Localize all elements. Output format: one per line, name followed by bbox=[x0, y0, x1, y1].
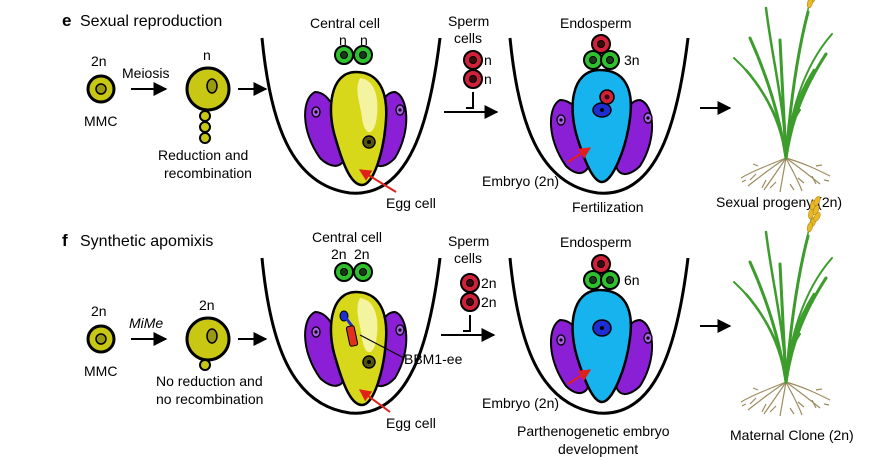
mmc-cell bbox=[86, 74, 116, 104]
ovule-wall-2 bbox=[508, 37, 690, 195]
mmc-label: MMC bbox=[84, 363, 117, 379]
panel-title: Synthetic apomixis bbox=[80, 233, 213, 250]
central-cell-nuclei bbox=[334, 45, 373, 65]
reduction-line2: no recombination bbox=[156, 391, 263, 407]
central-cell-ploidy-2: 2n bbox=[354, 246, 370, 262]
embryo-pointer bbox=[567, 147, 592, 163]
rice-plant-clone bbox=[732, 193, 834, 418]
process-label-line2: development bbox=[558, 441, 638, 457]
endosperm-nuclei bbox=[583, 34, 620, 70]
panel-letter: e bbox=[62, 11, 71, 30]
sperm-hook bbox=[463, 315, 471, 332]
egg-cell-label: Egg cell bbox=[386, 415, 436, 431]
degenerating-megaspores bbox=[199, 110, 211, 144]
embryo-pointer bbox=[567, 369, 592, 385]
endosperm-label: Endosperm bbox=[560, 15, 632, 31]
egg-cell-pointer bbox=[358, 169, 397, 193]
central-cell-label: Central cell bbox=[312, 229, 382, 245]
reduction-line2: recombination bbox=[164, 165, 252, 181]
mmc-ploidy: 2n bbox=[91, 303, 107, 319]
endosperm-nuclei bbox=[583, 254, 620, 290]
reduction-line1: Reduction and bbox=[158, 147, 248, 163]
ovule-wall-2 bbox=[508, 257, 690, 415]
central-cell-ploidy-2: n bbox=[360, 32, 368, 48]
bbm-label: BBM1-ee bbox=[404, 351, 463, 367]
progeny-label: Sexual progeny (2n) bbox=[716, 194, 842, 210]
panel-title: Sexual reproduction bbox=[80, 13, 222, 30]
progeny-label: Maternal Clone (2n) bbox=[730, 427, 854, 443]
sperm-label-line1: Sperm bbox=[448, 13, 489, 29]
sperm-cells bbox=[460, 273, 480, 312]
bbm1-ee-transgene bbox=[339, 310, 359, 347]
reduction-line1: No reduction and bbox=[156, 373, 263, 389]
sperm-hook bbox=[466, 92, 474, 109]
mmc-ploidy: 2n bbox=[91, 53, 107, 69]
egg-apparatus bbox=[329, 70, 388, 187]
sperm-label-line2: cells bbox=[454, 250, 482, 266]
mime-product-ploidy: 2n bbox=[199, 297, 215, 313]
sperm-label-line2: cells bbox=[454, 30, 482, 46]
process-label-line1: Parthenogenetic embryo bbox=[517, 423, 670, 439]
sperm-label-line1: Sperm bbox=[448, 233, 489, 249]
rice-plant-sexual bbox=[732, 0, 834, 194]
panel-f: f Synthetic apomixis 2n MMC MiMe 2n No r… bbox=[62, 193, 854, 457]
sperm-ploidy-2: 2n bbox=[481, 294, 497, 310]
sperm-cells bbox=[463, 50, 483, 89]
process-label: Fertilization bbox=[572, 199, 644, 215]
central-cell-nuclei bbox=[334, 262, 373, 282]
unreduced-megaspore bbox=[185, 316, 231, 371]
sperm-ploidy-2: n bbox=[484, 71, 492, 87]
sperm-ploidy-1: 2n bbox=[481, 275, 497, 291]
bbm-leader-line bbox=[359, 334, 405, 359]
ovule-wall bbox=[260, 257, 442, 415]
panel-letter: f bbox=[62, 231, 68, 250]
panel-e: e Sexual reproduction 2n MMC Meiosis n R… bbox=[62, 0, 842, 215]
embryo-label: Embryo (2n) bbox=[482, 395, 559, 411]
egg-cell-pointer bbox=[359, 389, 391, 413]
sperm-ploidy-1: n bbox=[484, 52, 492, 68]
egg-cell-label: Egg cell bbox=[386, 195, 436, 211]
egg-apparatus bbox=[329, 290, 388, 407]
central-cell-ploidy-1: n bbox=[339, 32, 347, 48]
ovule-wall bbox=[260, 37, 442, 195]
mmc-label: MMC bbox=[84, 113, 117, 129]
functional-megaspore bbox=[185, 66, 231, 112]
meiosis-product-ploidy: n bbox=[203, 47, 211, 63]
endosperm-ploidy: 3n bbox=[624, 52, 640, 68]
embryo-label: Embryo (2n) bbox=[482, 173, 559, 189]
endosperm-ploidy: 6n bbox=[624, 272, 640, 288]
mmc-cell bbox=[86, 324, 116, 354]
central-cell-label: Central cell bbox=[310, 15, 380, 31]
meiosis-label: Meiosis bbox=[122, 65, 169, 81]
endosperm-label: Endosperm bbox=[560, 234, 632, 250]
mime-label: MiMe bbox=[129, 315, 163, 331]
central-cell-ploidy-1: 2n bbox=[331, 246, 347, 262]
